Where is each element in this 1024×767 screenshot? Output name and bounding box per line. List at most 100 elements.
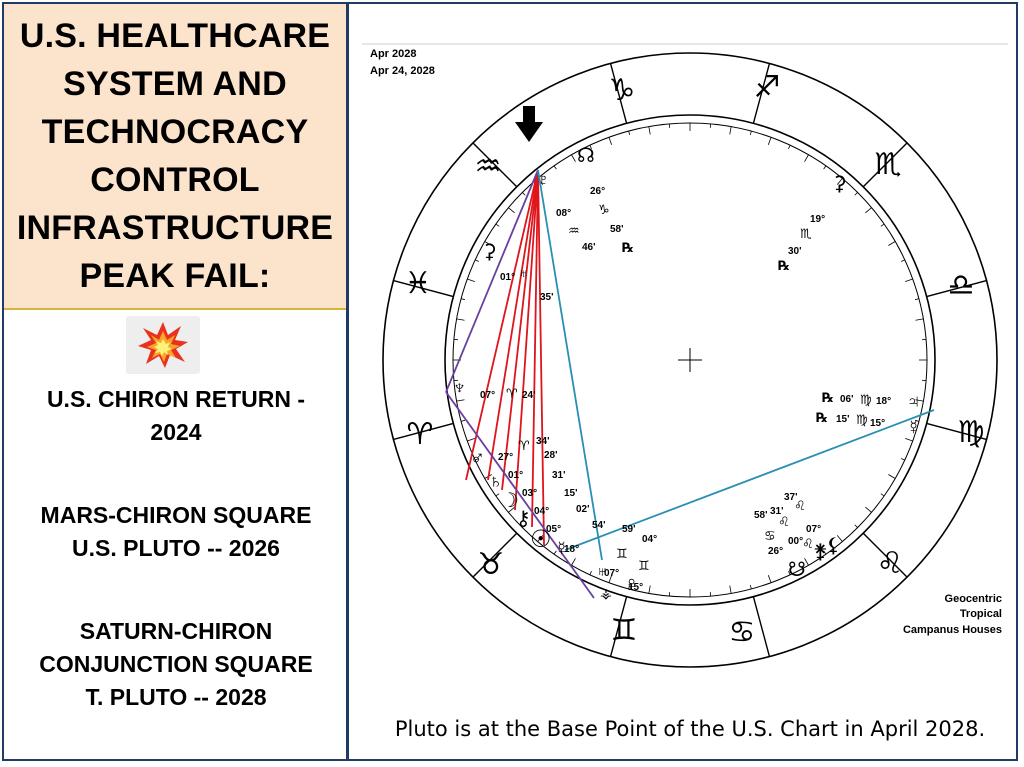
- degree-label: 19°: [810, 214, 825, 225]
- degree-tick: [553, 165, 557, 170]
- degree-tick: [880, 493, 885, 497]
- cusp-line: [472, 142, 518, 188]
- ceres-icon: ⚳: [832, 173, 847, 195]
- chiron-icon: ⚷: [516, 508, 531, 530]
- degree-tick: [888, 474, 896, 479]
- degree-label: ♒: [568, 223, 580, 238]
- mars-icon: ♂: [470, 447, 485, 469]
- degree-tick: [484, 241, 492, 246]
- aries-icon: ♈: [407, 418, 434, 451]
- scorpio-icon: ♏: [875, 148, 902, 181]
- sun-icon: ☉: [530, 526, 552, 553]
- degree-tick: [915, 399, 924, 402]
- degree-label: ℞: [622, 240, 634, 255]
- chart-caption: Pluto is at the Base Point of the U.S. C…: [394, 717, 986, 741]
- degree-tick: [460, 419, 466, 422]
- degree-tick: [553, 550, 557, 555]
- degree-label: ♌: [778, 514, 790, 529]
- mars-chiron-text: MARS-CHIRON SQUARE U.S. PLUTO -- 2026: [40, 502, 312, 561]
- degree-label: 18°: [876, 396, 891, 407]
- degree-tick: [749, 130, 752, 136]
- pisces-icon: ♓: [405, 267, 432, 300]
- title-panel: U.S. HEALTHCARE SYSTEM AND TECHNOCRACY C…: [4, 4, 346, 310]
- degree-tick: [648, 585, 651, 594]
- degree-label: 15°: [628, 582, 643, 593]
- astrology-chart: Apr 2028 Apr 24, 2028 ♑ ♐ ♏ ♎ ♍ ♌ ♋ ♊ ♉ …: [360, 10, 1010, 710]
- degree-tick: [865, 207, 872, 214]
- degree-label: ♌: [802, 536, 814, 551]
- outer-ring: [382, 52, 998, 668]
- degree-label: 58': [610, 224, 624, 235]
- chart-system-3: Campanus Houses: [903, 624, 1002, 636]
- degree-tick: [589, 571, 592, 575]
- degree-label: ℞: [822, 390, 834, 405]
- degree-tick: [905, 437, 913, 442]
- degree-label: 18°: [564, 544, 579, 555]
- degree-label: 07°: [480, 390, 495, 401]
- degree-tick: [788, 145, 791, 149]
- degree-label: 31': [770, 506, 784, 517]
- degree-label: ♈: [506, 386, 518, 401]
- degree-label: ℞: [816, 410, 828, 425]
- degree-label: 30': [788, 246, 802, 257]
- degree-label: 28': [544, 450, 558, 461]
- degree-label: 34': [536, 436, 550, 447]
- gemini-icon: ♊: [611, 614, 638, 647]
- panel-divider: [346, 2, 349, 761]
- degree-tick: [865, 506, 872, 513]
- capricorn-icon: ♑: [609, 74, 636, 107]
- degree-tick: [804, 558, 809, 566]
- cusp-line: [926, 422, 987, 441]
- jupiter-icon: ♃: [906, 391, 921, 413]
- degree-tick: [804, 154, 809, 162]
- degree-tick: [628, 584, 631, 590]
- chart-date: Apr 24, 2028: [370, 65, 435, 77]
- mercury-2-icon: ☿: [906, 417, 921, 439]
- degree-tick: [836, 535, 843, 542]
- moon-icon: ☽: [501, 490, 519, 512]
- cusp-line: [393, 422, 454, 441]
- taurus-icon: ♉: [478, 548, 505, 581]
- degree-label: 02': [576, 504, 590, 515]
- cusp-line: [472, 532, 518, 578]
- degree-label: ♑: [598, 202, 610, 217]
- uranus-icon: ♅: [518, 265, 529, 282]
- degree-label: ♌: [794, 498, 806, 513]
- degree-tick: [467, 278, 475, 283]
- pluto-icon: ♇: [536, 169, 551, 191]
- degree-label: ℞: [778, 258, 790, 273]
- degree-tick: [767, 575, 772, 583]
- chiron-return-text: U.S. CHIRON RETURN - 2024: [46, 386, 306, 445]
- degree-label: ♊: [638, 558, 650, 573]
- degree-label: 15': [564, 488, 578, 499]
- chart-month: Apr 2028: [370, 48, 416, 60]
- house-cusps: [393, 63, 987, 657]
- north-node-icon: ☊: [577, 145, 595, 167]
- degree-tick: [467, 437, 475, 442]
- degree-label: ♋: [764, 528, 776, 543]
- degree-tick: [880, 223, 885, 227]
- degree-label: 00°: [788, 536, 803, 547]
- degree-tick: [905, 278, 913, 283]
- degree-label: ♈: [518, 438, 530, 453]
- degree-tick: [901, 259, 905, 262]
- degree-tick: [522, 192, 526, 196]
- lilith-icon: ⚸: [826, 535, 841, 557]
- degree-tick: [537, 535, 544, 542]
- degree-tick: [456, 399, 465, 402]
- degree-label: 26°: [768, 546, 783, 557]
- degree-tick: [508, 506, 515, 513]
- degree-tick: [608, 137, 613, 145]
- degree-label: ♊: [616, 546, 628, 561]
- degree-tick: [522, 524, 526, 528]
- page-title: U.S. HEALTHCARE SYSTEM AND TECHNOCRACY C…: [16, 17, 334, 295]
- ceres-retro-icon: ⚳: [482, 241, 497, 263]
- degree-label: 37': [784, 492, 798, 503]
- aspect-lines: [445, 169, 935, 599]
- degree-label: 59': [622, 524, 636, 535]
- degree-label: 07°: [806, 524, 821, 535]
- degree-tick: [571, 154, 576, 162]
- cusp-line: [752, 596, 771, 657]
- neptune-icon: ♆: [452, 377, 467, 399]
